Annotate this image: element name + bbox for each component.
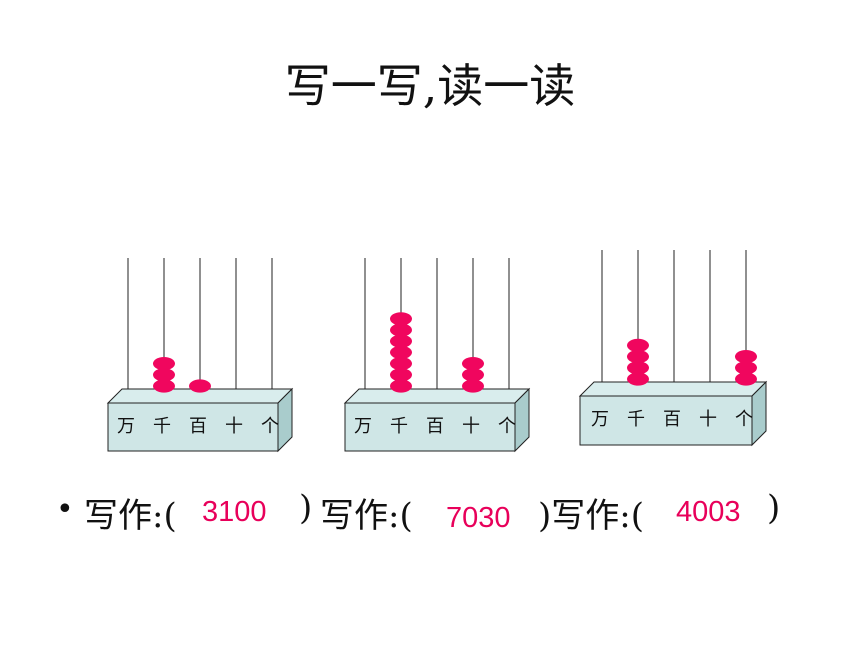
place-label: 十 [225,416,243,437]
abacus-bead [627,361,649,375]
abacus-base-top [343,388,531,404]
answer-value-1: 3100 [202,496,267,528]
place-label: 万 [117,416,135,437]
abacus-bead [153,368,175,382]
place-label: 个 [498,416,516,437]
abacus-bead [390,357,412,371]
abacus-bead [189,379,211,393]
abacus-3: 万千百十个 [578,250,768,447]
answer-close-3: ) [767,488,781,528]
answer-prefix-1: 写作:( [84,496,177,536]
abacus-base-front [344,402,516,452]
abacus-2: 万千百十个 [343,258,531,453]
answer-prefix-2: 写作:( [320,496,413,536]
abacus-bead [390,334,412,348]
abacus-bead [390,345,412,359]
answer-value-3: 4003 [676,496,741,528]
place-label: 万 [591,409,609,430]
abacus-bead [390,368,412,382]
abacus-base-front [107,402,279,452]
place-label: 百 [189,416,207,437]
abacus-1: 万千百十个 [106,258,294,453]
abacus-bead [462,368,484,382]
abacus-bead [627,338,649,352]
place-label: 千 [390,416,408,437]
abacus-base-top [578,381,768,397]
place-label: 个 [261,416,279,437]
bullet-icon: • [56,492,74,527]
abacus-base-front [579,395,753,446]
abacus-bead [153,357,175,371]
place-label: 千 [153,416,171,437]
abacus-bead [735,372,757,386]
answer-value-2: 7030 [446,502,511,534]
abacus-bead [735,361,757,375]
place-label: 十 [462,416,480,437]
slide-title: 写一写,读一读 [284,59,576,113]
abacus-bead [153,379,175,393]
place-label: 百 [426,416,444,437]
place-label: 个 [735,409,753,430]
abacus-bead [390,312,412,326]
abacus-bead [627,350,649,364]
abacus-bead [627,372,649,386]
place-label: 百 [663,409,681,430]
abacus-bead [735,350,757,364]
abacus-bead [462,379,484,393]
abacus-bead [390,379,412,393]
abacus-bead [462,357,484,371]
abacus-bead [390,323,412,337]
answer-prefix-3: )写作:( [538,496,644,536]
place-label: 万 [354,416,372,437]
place-label: 十 [699,409,717,430]
answer-close-1: ) [299,488,313,528]
place-label: 千 [627,409,645,430]
